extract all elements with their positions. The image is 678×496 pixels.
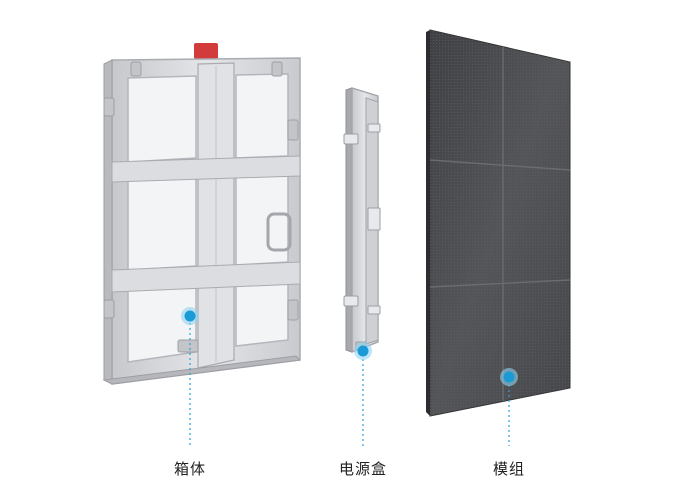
- module-seams: [429, 47, 571, 401]
- cabinet-handle-top: [194, 43, 218, 59]
- cabinet-latches: [103, 61, 299, 353]
- module-callout: [500, 368, 518, 446]
- cabinet-callout: [181, 307, 199, 446]
- cabinet-illustration: [102, 43, 302, 385]
- module-pixel-texture: [430, 30, 570, 416]
- power-box-illustration: [343, 87, 381, 354]
- cabinet-bottom-depth: [102, 355, 302, 385]
- module-edge: [426, 30, 430, 416]
- module-label: 模组: [492, 460, 526, 478]
- module-marker: [503, 371, 515, 383]
- cabinet-cross-beams: [111, 155, 301, 293]
- power-box-marker: [357, 345, 369, 357]
- power-box-callout: [354, 342, 372, 446]
- module-illustration: [426, 29, 571, 417]
- cabinet-marker: [184, 310, 196, 322]
- power-box-label: 电源盒: [338, 460, 388, 478]
- cabinet-cells: [127, 73, 289, 363]
- power-box-side: [345, 87, 353, 353]
- power-box-clips: [343, 123, 381, 315]
- cabinet-label: 箱体: [173, 460, 207, 478]
